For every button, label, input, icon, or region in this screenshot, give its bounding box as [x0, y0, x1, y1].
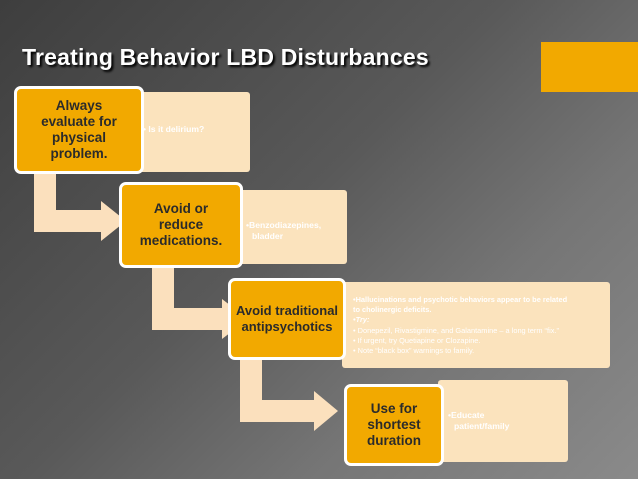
step-4-note-1: •Educate: [448, 410, 485, 420]
slide-title: Treating Behavior LBD Disturbances: [22, 44, 429, 70]
step-3-box: Avoid traditional antipsychotics: [228, 278, 346, 360]
step-2-arrow: [152, 266, 248, 339]
step-2-label: Avoid or reduce medications.: [139, 200, 223, 249]
step-4-card: [438, 380, 568, 462]
step-4-notes: •Educate patient/family: [448, 410, 509, 433]
step-1-label: Always evaluate for physical problem.: [41, 97, 117, 162]
step-3-label: Avoid traditional antipsychotics: [235, 303, 339, 334]
step-4-box: Use for shortest duration: [344, 384, 444, 466]
step-1-notes: • Is it delirium?: [143, 124, 204, 135]
step-2-box: Avoid or reduce medications.: [119, 182, 243, 268]
step-1-box: Always evaluate for physical problem.: [14, 86, 144, 174]
step-3-card: [342, 282, 610, 368]
step-2-note-1: •Benzodiazepines,: [246, 220, 322, 230]
step-2-notes: •Benzodiazepines, bladder: [246, 220, 321, 243]
step-1-note-1: • Is it delirium?: [143, 124, 205, 134]
step-3-arrow: [240, 358, 338, 431]
step-2-card: [239, 190, 347, 264]
step-3-note-5: • If urgent, try Quetiapine or Clozapine…: [353, 335, 481, 345]
accent-bar: [541, 42, 638, 92]
step-3-note-6: • Note “black box” warnings to family.: [353, 346, 475, 356]
step-3-note-3: •Try:: [353, 315, 370, 325]
step-2-note-2: bladder: [252, 231, 284, 242]
step-1-arrow: [34, 168, 126, 241]
step-3-notes: •Hallucinations and psychotic behaviors …: [353, 295, 567, 356]
step-3-note-4: • Donepezil, Rivastigmine, and Galantami…: [353, 325, 559, 335]
step-4-label: Use for shortest duration: [367, 400, 421, 449]
step-3-note-2: to cholinergic deficits.: [353, 305, 432, 315]
step-4-note-2: patient/family: [454, 421, 510, 432]
step-3-note-1: •Hallucinations and psychotic behaviors …: [353, 295, 568, 304]
